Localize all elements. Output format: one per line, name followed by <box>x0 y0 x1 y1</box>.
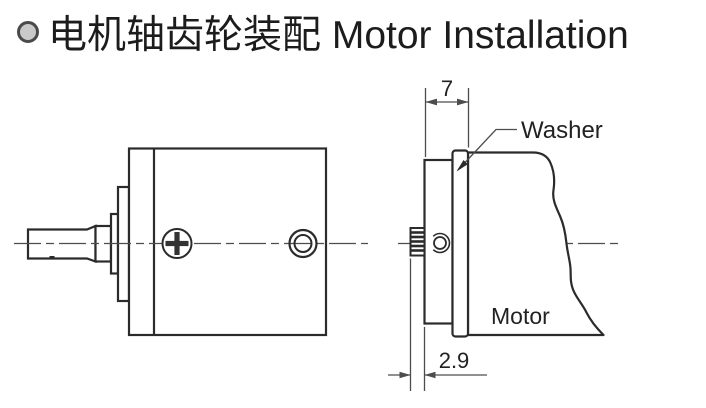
mounting-hole-outer <box>288 228 318 259</box>
gearbox-body <box>127 147 328 337</box>
motor-shaft-end <box>433 236 447 250</box>
motor-outline <box>466 151 605 337</box>
motor-label: Motor <box>491 303 550 329</box>
motor-side-view <box>409 149 605 338</box>
dimension-top <box>424 88 470 157</box>
washer-callout: Washer <box>456 117 603 172</box>
pinion-gear <box>409 227 426 257</box>
page-header: 电机轴齿轮装配 Motor Installation <box>17 4 629 60</box>
shaft-key-mark <box>49 256 55 260</box>
mounting-hole-inner <box>293 234 313 253</box>
washer-label: Washer <box>521 117 603 144</box>
phillips-cross-v <box>174 232 180 255</box>
dim7-arrow-left <box>425 98 437 106</box>
gearbox-front-details <box>161 228 318 259</box>
dim29-arrow-right <box>424 371 436 379</box>
page-title: 电机轴齿轮装配 Motor Installation <box>48 14 629 57</box>
washer <box>451 149 470 338</box>
dim7-value: 7 <box>441 76 453 101</box>
washer-leader-line <box>457 128 517 171</box>
dim7-arrow-right <box>457 98 469 106</box>
dim29-value: 2.9 <box>439 348 470 373</box>
dim29-arrow-left <box>399 371 411 379</box>
circle-bullet-icon <box>17 21 39 43</box>
washer-leader-arrow <box>456 160 468 172</box>
shaft-washer-arc <box>432 232 451 254</box>
dimension-bottom <box>388 258 487 391</box>
